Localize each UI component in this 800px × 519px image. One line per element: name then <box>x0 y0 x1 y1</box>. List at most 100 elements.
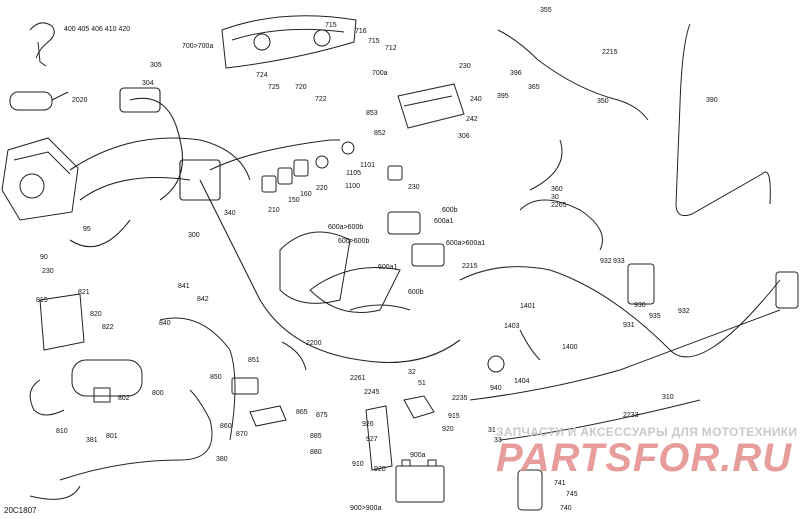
ignition-key-icon <box>9 22 69 111</box>
callout-label: 915 <box>448 413 460 420</box>
fuse-relay <box>403 329 541 419</box>
callout-label: 802 <box>118 395 130 402</box>
callout-label: 842 <box>197 296 209 303</box>
callout-label: 931 <box>623 322 635 329</box>
callout-label: 396 <box>510 70 522 77</box>
callout-label: 51 <box>418 380 426 387</box>
watermark-subtitle: ЗАПЧАСТИ И АКСЕССУАРЫ ДЛЯ МОТОТЕХНИКИ <box>496 425 798 439</box>
callout-label: 700a <box>372 70 388 77</box>
callout-label: 935 <box>649 313 661 320</box>
callout-label: 860 <box>220 423 232 430</box>
watermark-logo: PARTSFOR.RU <box>496 436 793 480</box>
callout-label: 725 <box>268 84 280 91</box>
relay-box <box>627 263 799 309</box>
callout-label: 304 <box>142 80 154 87</box>
callout-label: 880 <box>310 449 322 456</box>
callout-label: 715 <box>325 22 337 29</box>
callout-label: 2245 <box>364 389 380 396</box>
callout-label: 865 <box>296 409 308 416</box>
callout-label: 716 <box>355 28 367 35</box>
battery-icon <box>395 459 445 503</box>
callout-label: 230 <box>459 63 471 70</box>
callout-label: 851 <box>248 357 260 364</box>
callout-label: 722 <box>315 96 327 103</box>
callout-label: 1404 <box>514 378 530 385</box>
callout-label: 90 <box>40 254 48 261</box>
callout-label: 600>600b <box>338 238 370 245</box>
callout-label: 801 <box>106 433 118 440</box>
callout-label: 712 <box>385 45 397 52</box>
headlight-assembly <box>221 15 357 69</box>
rear-harness <box>459 23 781 441</box>
callout-label: 926 <box>362 421 374 428</box>
callout-label: 815 <box>36 297 48 304</box>
callout-label: 350 <box>597 98 609 105</box>
callout-label: 300 <box>188 232 200 239</box>
callout-label: 310 <box>662 394 674 401</box>
callout-label: 820 <box>90 311 102 318</box>
callout-label: 380 <box>216 456 228 463</box>
callout-label: 853 <box>366 110 378 117</box>
callout-label: 900a <box>410 452 426 459</box>
callout-label: 745 <box>566 491 578 498</box>
callout-label: 600a1 <box>378 264 398 271</box>
callout-label: 2235 <box>452 395 468 402</box>
lower-harness <box>29 317 236 500</box>
battery-bracket <box>365 405 393 471</box>
callout-label: 841 <box>178 283 190 290</box>
callout-label: 927 <box>366 436 378 443</box>
callout-label: 31 <box>488 427 496 434</box>
callout-label: 395 <box>497 93 509 100</box>
callout-label: 360 <box>551 186 563 193</box>
callout-label: 875 <box>316 412 328 419</box>
ecu-module <box>397 83 465 129</box>
callout-label: 724 <box>256 72 268 79</box>
callout-label: 1101 <box>360 162 376 169</box>
callout-label: 741 <box>554 480 566 487</box>
callout-label: 242 <box>466 116 478 123</box>
callout-label: 340 <box>224 210 236 217</box>
callout-label: 2215 <box>462 263 478 270</box>
callout-label: 1105 <box>346 170 362 177</box>
instrument-cluster <box>279 211 445 313</box>
callout-label: 910 <box>352 461 364 468</box>
callout-label: 810 <box>56 428 68 435</box>
callout-label: 600a>600b <box>328 224 364 231</box>
left-headlight <box>1 137 79 221</box>
callout-label: 932 <box>678 308 690 315</box>
callout-label: 932 <box>600 258 612 265</box>
callout-label: 930 <box>634 302 646 309</box>
callout-label: 400 405 406 410 420 <box>64 26 131 33</box>
callout-label: 220 <box>316 185 328 192</box>
callout-label: 850 <box>210 374 222 381</box>
callout-label: 230 <box>42 268 54 275</box>
winch-assembly <box>29 293 143 416</box>
callout-label: 822 <box>102 324 114 331</box>
taillight <box>517 469 543 511</box>
callout-label: 870 <box>236 431 248 438</box>
callout-label: 821 <box>78 289 90 296</box>
callout-label: 2020 <box>72 97 88 104</box>
callout-label: 1100 <box>345 183 361 190</box>
callout-label: 720 <box>295 84 307 91</box>
callout-label: 1401 <box>520 303 536 310</box>
callout-label: 305 <box>150 62 162 69</box>
callout-label: 852 <box>374 130 386 137</box>
callout-label: 600a1 <box>434 218 454 225</box>
callout-label: 1400 <box>562 344 578 351</box>
callout-label: 150 <box>288 197 300 204</box>
callout-label: 933 <box>613 258 625 265</box>
callout-label: 920 <box>442 426 454 433</box>
diagram-code: 20C1807 <box>4 506 37 515</box>
callout-label: 30 <box>551 194 559 201</box>
callout-label: 32 <box>408 369 416 376</box>
callout-label: 2200 <box>306 340 322 347</box>
callout-label: 600b <box>408 289 424 296</box>
callout-label: 2265 <box>551 202 567 209</box>
callout-label: 240 <box>470 96 482 103</box>
callout-label: 1403 <box>504 323 520 330</box>
callout-label: 700>700a <box>182 43 214 50</box>
callout-label: 160 <box>300 191 312 198</box>
